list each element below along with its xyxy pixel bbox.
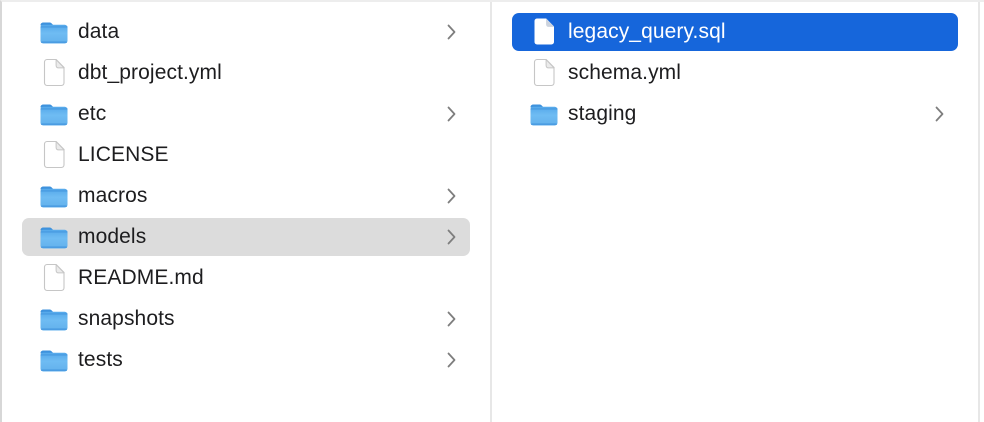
file-row-license[interactable]: LICENSE: [22, 136, 470, 174]
file-row-legacy-query-sql[interactable]: legacy_query.sql: [512, 13, 958, 51]
document-icon: [38, 263, 70, 293]
chevron-right-icon: [447, 24, 456, 40]
file-column-child: legacy_query.sql schema.yml staging: [492, 2, 978, 422]
file-row-snapshots[interactable]: snapshots: [22, 300, 470, 338]
file-column-next: [980, 2, 984, 422]
chevron-right-icon: [447, 352, 456, 368]
folder-icon: [38, 20, 70, 45]
folder-icon: [38, 102, 70, 127]
document-icon: [528, 17, 560, 47]
file-label: legacy_query.sql: [568, 20, 726, 43]
chevron-right-icon: [935, 106, 944, 122]
folder-icon: [528, 102, 560, 127]
document-icon: [38, 140, 70, 170]
file-row-data[interactable]: data: [22, 13, 470, 51]
file-label: README.md: [78, 266, 204, 289]
folder-icon: [38, 225, 70, 250]
file-label: data: [78, 20, 120, 43]
file-label: macros: [78, 184, 148, 207]
file-row-staging[interactable]: staging: [512, 95, 958, 133]
document-icon: [528, 58, 560, 88]
file-label: models: [78, 225, 147, 248]
file-label: LICENSE: [78, 143, 169, 166]
file-row-dbt-project-yml[interactable]: dbt_project.yml: [22, 54, 470, 92]
column-divider[interactable]: [490, 2, 492, 422]
chevron-right-icon: [447, 106, 456, 122]
folder-icon: [38, 348, 70, 373]
chevron-right-icon: [447, 229, 456, 245]
file-label: dbt_project.yml: [78, 61, 222, 84]
folder-icon: [38, 184, 70, 209]
file-row-tests[interactable]: tests: [22, 341, 470, 379]
column-divider-2[interactable]: [978, 2, 980, 422]
chevron-right-icon: [447, 311, 456, 327]
file-label: etc: [78, 102, 107, 125]
file-label: snapshots: [78, 307, 175, 330]
file-row-etc[interactable]: etc: [22, 95, 470, 133]
file-row-schema-yml[interactable]: schema.yml: [512, 54, 958, 92]
file-row-readme-md[interactable]: README.md: [22, 259, 470, 297]
folder-icon: [38, 307, 70, 332]
file-label: staging: [568, 102, 637, 125]
file-row-macros[interactable]: macros: [22, 177, 470, 215]
chevron-right-icon: [447, 188, 456, 204]
file-label: schema.yml: [568, 61, 682, 84]
document-icon: [38, 58, 70, 88]
file-row-models[interactable]: models: [22, 218, 470, 256]
file-column-parent: data dbt_project.yml etc LICENSE macros …: [2, 2, 490, 422]
file-label: tests: [78, 348, 123, 371]
